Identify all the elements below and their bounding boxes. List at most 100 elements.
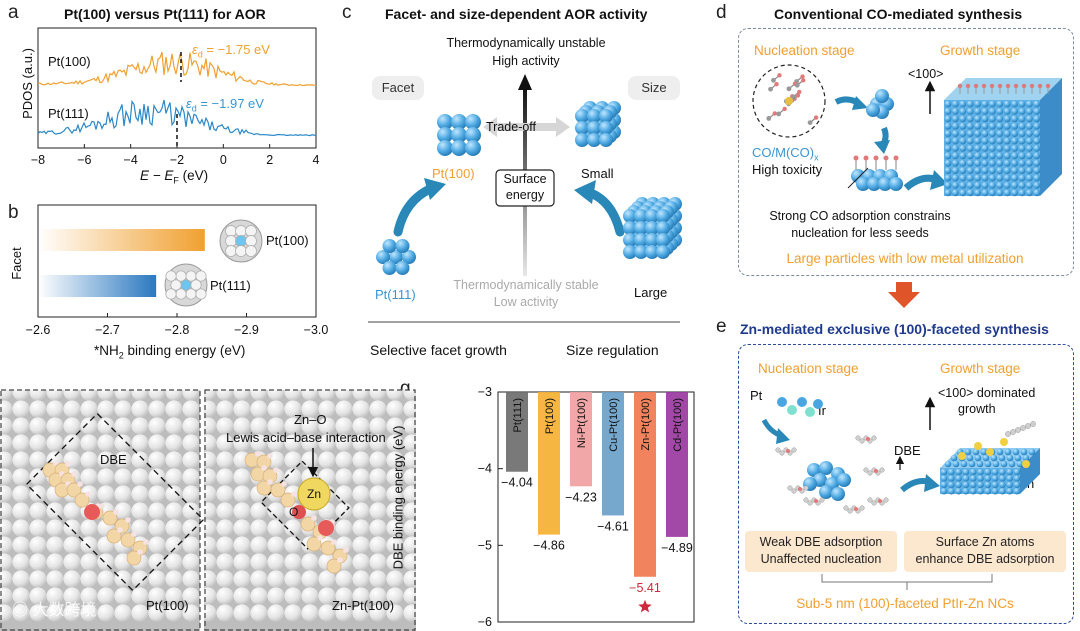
surface-atom — [267, 604, 285, 622]
cube-atom — [1003, 174, 1011, 182]
cube-atom — [966, 130, 974, 138]
cube-atom — [996, 100, 1004, 108]
surface-atom — [182, 451, 200, 469]
surface-atom — [318, 434, 336, 452]
surface-atom — [335, 587, 353, 605]
surface-atom — [267, 519, 285, 537]
dbe-atom — [871, 500, 877, 506]
surface-atom — [46, 553, 64, 571]
nh2-tick-label: −2.7 — [95, 323, 120, 337]
surface-atom — [12, 604, 30, 622]
cube-atom — [1026, 100, 1033, 108]
pt111-cluster — [376, 239, 416, 275]
dbe-o — [814, 499, 818, 503]
f-dbe-label: DBE — [100, 452, 127, 467]
o-atom — [800, 74, 805, 79]
cube-atom — [996, 122, 1004, 130]
o-atom — [813, 115, 819, 120]
dbe-atom — [819, 497, 825, 503]
bottom-line2: Low activity — [493, 295, 559, 309]
surface-atom — [352, 502, 370, 520]
cube-atom — [1033, 100, 1041, 108]
ed-sub: d — [197, 49, 203, 60]
surface-atom — [318, 570, 336, 588]
surface-atom — [46, 587, 64, 605]
panel-a-title: Pt(100) versus Pt(111) for AOR — [64, 6, 266, 22]
dbe-hydrogen — [311, 515, 317, 521]
surface-atom — [284, 451, 302, 469]
nh2-tick-label: −2.6 — [26, 323, 51, 337]
slab-atom — [999, 481, 1006, 489]
cube-atom — [1011, 108, 1018, 115]
surface-atom — [301, 553, 319, 571]
surface-atom — [301, 417, 319, 435]
surface-atom — [267, 502, 285, 520]
small-label: Small — [581, 166, 614, 181]
pt-atom — [587, 121, 601, 135]
surface-atom — [165, 485, 183, 503]
d-arrow-2-head — [874, 140, 890, 154]
surface-atom — [386, 519, 404, 537]
surface-atom — [386, 451, 404, 469]
surface-atom — [148, 485, 166, 503]
surface-atom — [12, 451, 30, 469]
slab-top-atom — [998, 454, 1006, 462]
slab-top-atom — [1020, 448, 1028, 456]
pdos-tick-label: 2 — [266, 153, 273, 167]
zn-surface-atom — [1000, 438, 1008, 446]
surface-atom — [29, 451, 47, 469]
surface-atom — [12, 468, 30, 486]
cube-atom — [1026, 174, 1033, 182]
cube-atom — [989, 152, 996, 160]
slab-atom — [948, 475, 955, 482]
seed-atom — [819, 485, 833, 499]
surface-atom — [318, 587, 336, 605]
cube-atom — [1033, 152, 1041, 160]
e-growth-label: Growth stage — [940, 361, 1021, 376]
co-label-sub: x — [814, 152, 819, 163]
d-growth-label: Growth stage — [940, 43, 1021, 58]
surface-atom — [233, 390, 251, 401]
nh2-tick-label: −3.0 — [304, 323, 329, 337]
ir-atom — [787, 405, 797, 415]
slab-top-atom — [1006, 454, 1014, 462]
surface-atom — [0, 553, 13, 571]
pt-atom — [645, 233, 659, 247]
cube-atom — [944, 145, 952, 152]
cube-atom — [981, 108, 989, 115]
surface-atom — [284, 587, 302, 605]
pt-atom — [645, 209, 659, 223]
dbe-carbon — [120, 532, 136, 548]
surface-atom — [0, 536, 13, 554]
facet-atom — [195, 288, 207, 300]
cube-atom — [1003, 145, 1011, 152]
dbe-category-label: Pt(100) — [544, 398, 556, 434]
top-line2: High activity — [492, 54, 560, 68]
cube-atom — [996, 189, 1004, 197]
surface-atom — [80, 587, 98, 605]
large-cluster — [623, 197, 682, 259]
surface-atom — [12, 485, 30, 503]
surface-atom — [250, 604, 268, 622]
slab-atom — [991, 468, 999, 476]
ed-symbol: ε — [186, 96, 192, 111]
surface-atom — [216, 502, 234, 520]
surface-atom — [386, 468, 404, 486]
cube-atom — [981, 100, 989, 108]
dbe-carbon — [300, 516, 316, 532]
surface-atom — [97, 485, 115, 503]
slab-atom — [962, 481, 970, 489]
surface-atom — [80, 400, 98, 418]
o-atom — [801, 78, 806, 83]
surface-atom — [148, 434, 166, 452]
surface-atom — [182, 570, 200, 588]
surface-atom — [301, 587, 319, 605]
cube-atom — [989, 122, 996, 130]
slab-top-atom — [984, 460, 992, 468]
co-ligand-o — [863, 155, 869, 161]
d-footer: Large particles with low metal utilizati… — [786, 251, 1024, 266]
cube-atom — [1033, 130, 1041, 138]
pt-atom — [656, 221, 670, 235]
co-molecules — [766, 73, 819, 126]
zn-surface-atom — [986, 448, 994, 456]
